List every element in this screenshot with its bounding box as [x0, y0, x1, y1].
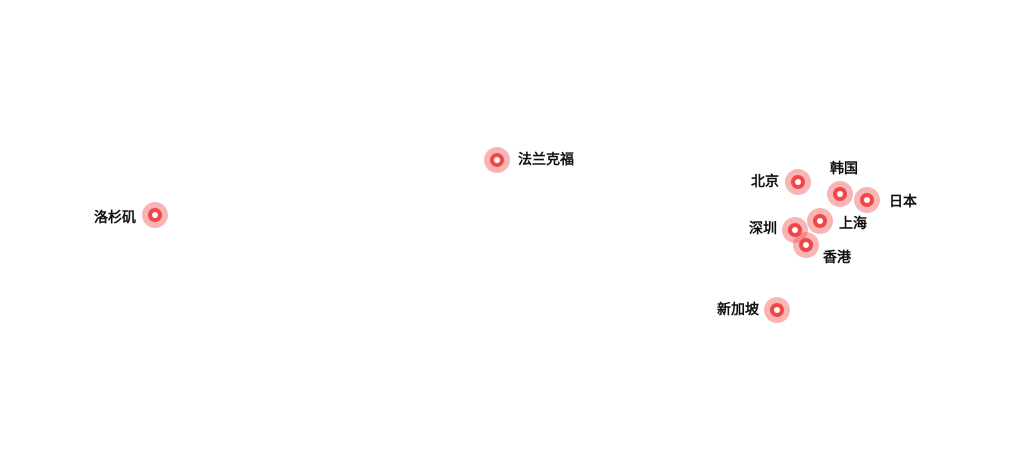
map-pin-icon: [833, 187, 847, 201]
label-shanghai: 上海: [839, 216, 867, 232]
marker-singapore[interactable]: [764, 297, 790, 323]
label-korea: 韩国: [830, 161, 858, 177]
map-pin-icon: [148, 208, 162, 222]
map-pin-icon: [788, 223, 802, 237]
marker-hong-kong[interactable]: [793, 232, 819, 258]
marker-los-angeles[interactable]: [142, 202, 168, 228]
marker-shenzhen[interactable]: [782, 217, 808, 243]
marker-shanghai[interactable]: [807, 208, 833, 234]
label-hong-kong: 香港: [823, 250, 851, 266]
label-shenzhen: 深圳: [749, 221, 777, 237]
label-beijing: 北京: [751, 174, 779, 190]
map-pin-icon: [860, 193, 874, 207]
label-frankfurt: 法兰克福: [518, 152, 574, 168]
marker-japan[interactable]: [854, 187, 880, 213]
map-pin-icon: [770, 303, 784, 317]
map-pin-icon: [791, 175, 805, 189]
map-pin-icon: [813, 214, 827, 228]
marker-korea[interactable]: [827, 181, 853, 207]
label-los-angeles: 洛杉矶: [94, 210, 136, 226]
marker-beijing[interactable]: [785, 169, 811, 195]
label-japan: 日本: [889, 194, 917, 210]
map-pin-icon: [490, 153, 504, 167]
label-singapore: 新加坡: [717, 302, 759, 318]
marker-frankfurt[interactable]: [484, 147, 510, 173]
map-pin-icon: [799, 238, 813, 252]
